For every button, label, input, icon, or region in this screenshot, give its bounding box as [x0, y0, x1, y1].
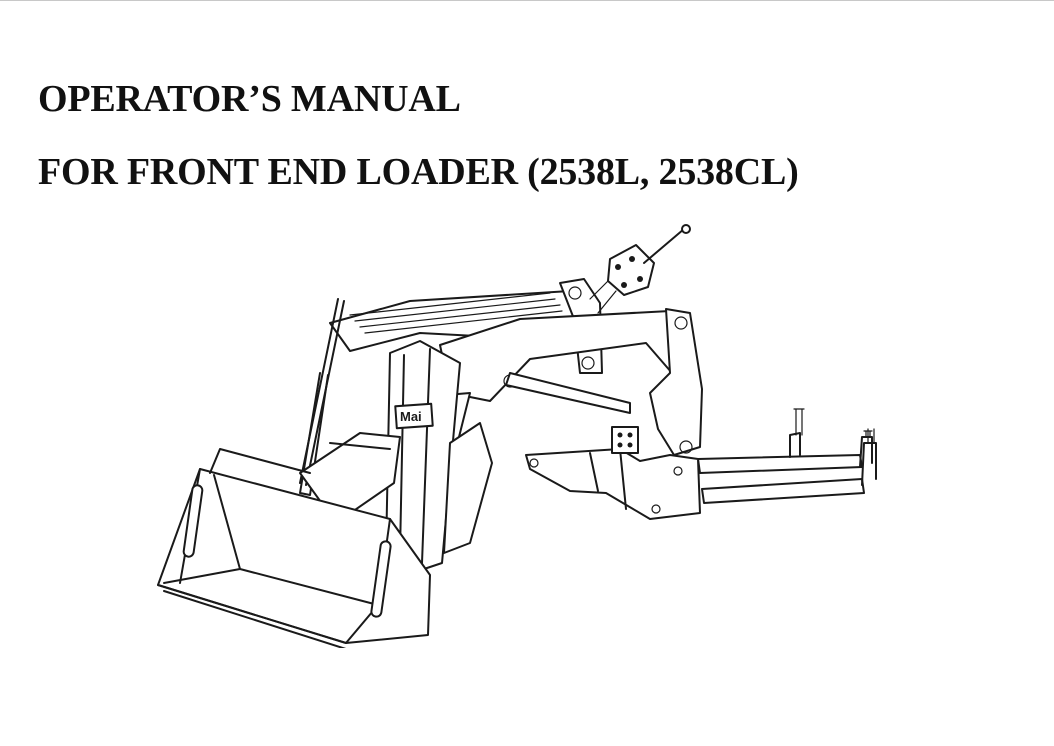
upright-post	[299, 298, 345, 496]
boom-uprights: Mai	[299, 340, 493, 574]
loader-bucket	[157, 448, 431, 648]
mounting-rails	[697, 408, 877, 504]
front-end-loader-illustration: Mai	[150, 223, 890, 648]
rear-mount-bracket	[525, 426, 701, 520]
control-valve-joystick	[589, 224, 691, 314]
manufacturer-logo-plate: Mai	[400, 409, 422, 424]
manual-title: OPERATOR’S MANUAL	[38, 78, 461, 120]
manual-subtitle: FOR FRONT END LOADER (2538L, 2538CL)	[38, 151, 799, 193]
